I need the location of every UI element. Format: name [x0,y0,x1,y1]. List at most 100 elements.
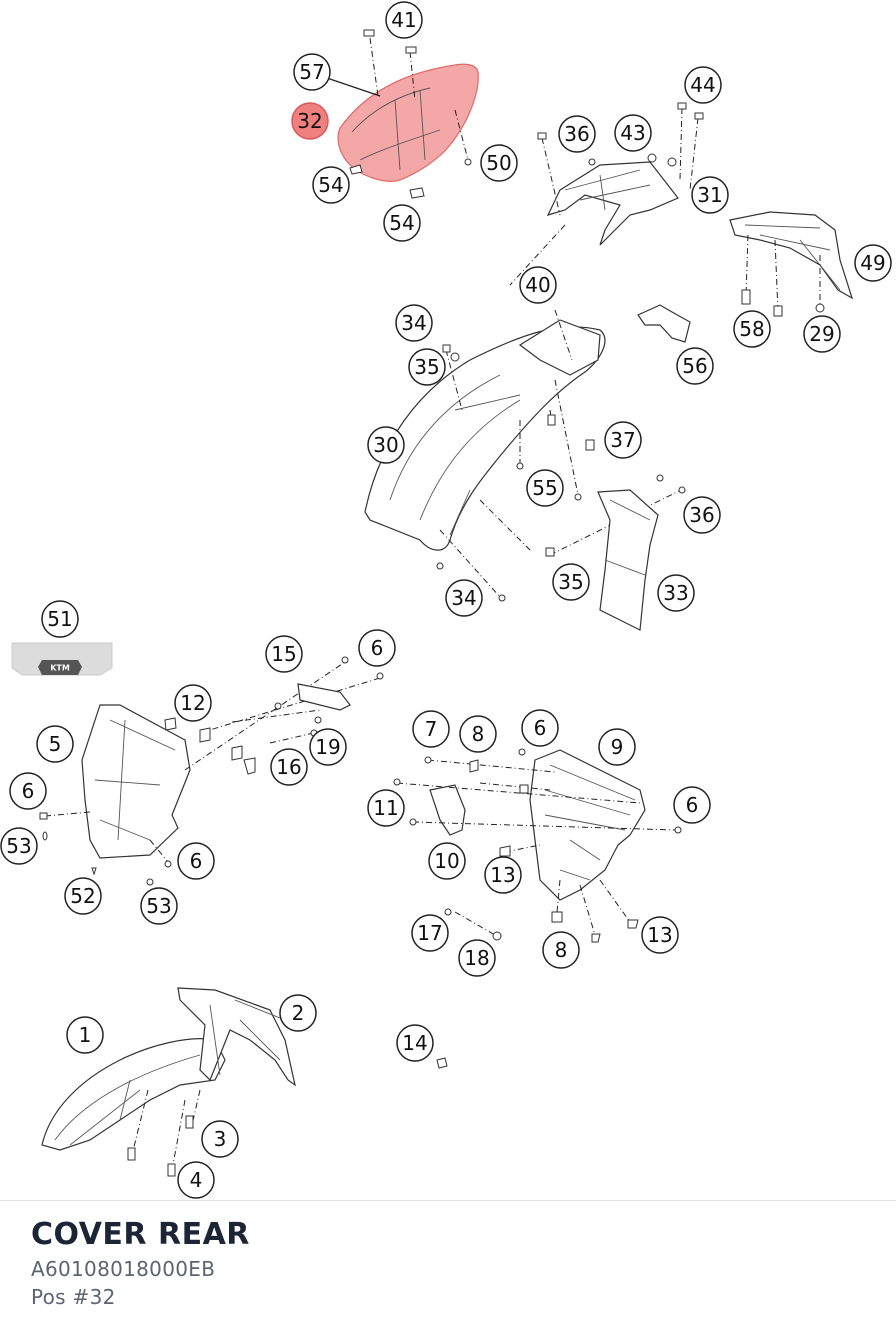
callout-label: 31 [697,183,722,207]
callout-8[interactable]: 8 [542,931,580,969]
callout-14[interactable]: 14 [396,1024,434,1062]
callout-52[interactable]: 52 [64,877,102,915]
callout-label: 19 [315,735,340,759]
callout-6[interactable]: 6 [521,709,559,747]
callout-53[interactable]: 53 [0,827,38,865]
headlight-mask-part[interactable] [39,661,381,886]
callout-31[interactable]: 31 [691,176,729,214]
callout-12[interactable]: 12 [174,684,212,722]
callout-41[interactable]: 41 [385,1,423,39]
callout-1[interactable]: 1 [66,1016,104,1054]
front-fender-part[interactable] [41,987,296,1177]
callout-54[interactable]: 54 [383,204,421,242]
rear-bracket-part[interactable] [509,102,704,286]
tail-section-part[interactable] [729,211,854,317]
callout-4[interactable]: 4 [177,1161,215,1199]
callout-label: 3 [214,1127,227,1151]
callout-label: 4 [190,1168,203,1192]
callout-label: 37 [610,428,635,452]
callout-29[interactable]: 29 [803,315,841,353]
callout-17[interactable]: 17 [411,914,449,952]
callout-16[interactable]: 16 [270,748,308,786]
callout-label: 35 [414,355,439,379]
callout-10[interactable]: 10 [428,842,466,880]
callout-label: 34 [401,311,426,335]
callout-40[interactable]: 40 [519,266,557,304]
callout-circle [312,166,350,204]
callout-6[interactable]: 6 [9,772,47,810]
callout-circle [140,887,178,925]
decal-part[interactable]: KTM [11,642,113,676]
callout-6[interactable]: 6 [673,786,711,824]
side-cover-part[interactable] [597,474,686,631]
callout-label: 6 [371,636,384,660]
callout-58[interactable]: 58 [733,310,771,348]
callout-label: 5 [49,732,62,756]
callout-43[interactable]: 43 [614,114,652,152]
callout-34[interactable]: 34 [395,304,433,342]
callout-35[interactable]: 35 [552,563,590,601]
clip-part[interactable] [436,1057,448,1069]
callout-6[interactable]: 6 [177,842,215,880]
callout-50[interactable]: 50 [480,144,518,182]
callout-32[interactable]: 32 [291,102,329,140]
callout-circle [396,1024,434,1062]
callout-circle [428,842,466,880]
callout-7[interactable]: 7 [412,710,450,748]
callout-circle [542,931,580,969]
callout-13[interactable]: 13 [484,856,522,894]
callout-circle [676,347,714,385]
callout-6[interactable]: 6 [358,629,396,667]
callout-circle [9,772,47,810]
callout-circle [604,421,642,459]
rear-cover-part[interactable] [326,29,479,199]
callout-label: 29 [809,322,834,346]
callout-label: 13 [647,923,672,947]
callout-label: 6 [534,716,547,740]
callout-13[interactable]: 13 [641,916,679,954]
callout-53[interactable]: 53 [140,887,178,925]
callout-8[interactable]: 8 [459,715,497,753]
callout-label: 16 [276,755,301,779]
callout-5[interactable]: 5 [36,725,74,763]
callout-15[interactable]: 15 [265,635,303,673]
callout-44[interactable]: 44 [684,66,722,104]
callout-34[interactable]: 34 [445,579,483,617]
callout-circle [291,102,329,140]
rear-fender-part[interactable] [364,309,686,602]
exploded-parts-diagram: KTM [0,1,892,1199]
callout-circle [552,563,590,601]
callout-51[interactable]: 51 [41,600,79,638]
callout-2[interactable]: 2 [279,994,317,1032]
callout-circle [673,786,711,824]
callout-label: 8 [555,938,568,962]
callout-9[interactable]: 9 [598,728,636,766]
callout-circle [519,266,557,304]
callout-18[interactable]: 18 [458,939,496,977]
callout-36[interactable]: 36 [558,115,596,153]
callout-30[interactable]: 30 [367,426,405,464]
callout-circle [201,1120,239,1158]
callout-circle [265,635,303,673]
callout-3[interactable]: 3 [201,1120,239,1158]
callout-label: 6 [190,849,203,873]
callout-54[interactable]: 54 [312,166,350,204]
callout-55[interactable]: 55 [526,469,564,507]
front-panel-part[interactable] [393,748,682,943]
callout-49[interactable]: 49 [854,244,892,282]
callout-56[interactable]: 56 [676,347,714,385]
headlight-bracket-part[interactable] [164,656,384,775]
callout-circle [412,710,450,748]
small-bracket-part[interactable] [637,304,691,343]
callout-label: 43 [620,121,645,145]
callout-36[interactable]: 36 [683,496,721,534]
callout-11[interactable]: 11 [367,789,405,827]
callout-circle [270,748,308,786]
callout-label: 51 [47,607,72,631]
callout-33[interactable]: 33 [657,574,695,612]
callout-57[interactable]: 57 [293,53,331,91]
callout-label: 57 [299,60,324,84]
callout-19[interactable]: 19 [309,728,347,766]
callout-37[interactable]: 37 [604,421,642,459]
callout-35[interactable]: 35 [408,348,446,386]
